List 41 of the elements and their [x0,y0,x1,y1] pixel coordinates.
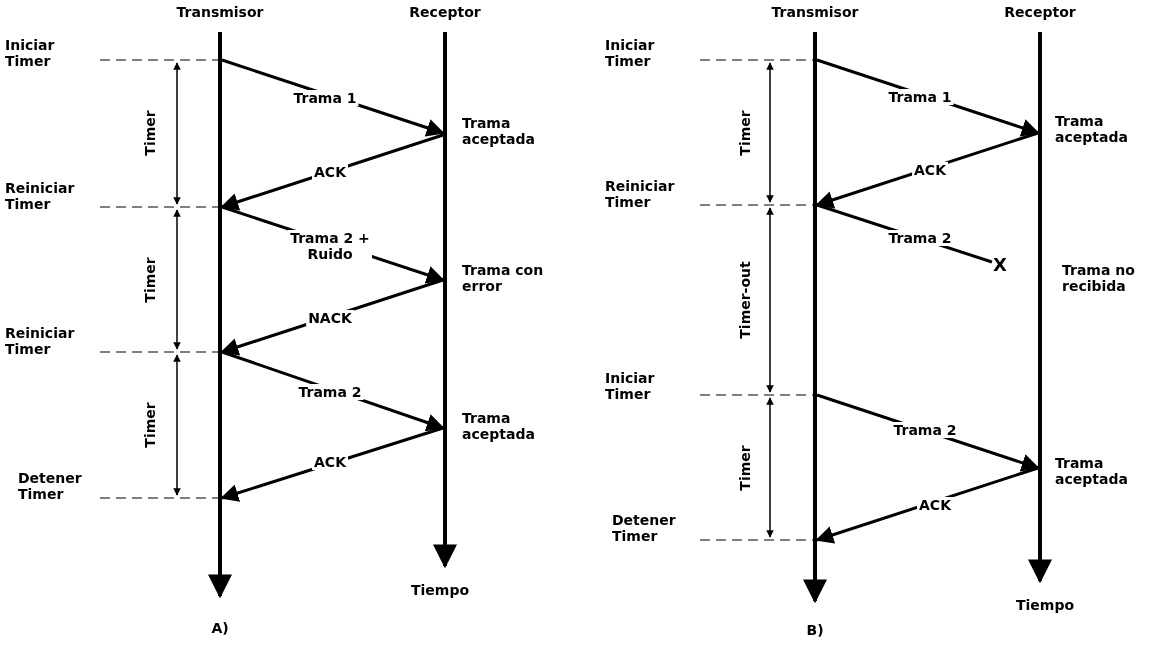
panel-label: B) [806,622,824,638]
edge-label: Trama 2 [886,230,954,246]
event-label: Trama aceptada [1055,455,1129,487]
lifeline-heading: Transmisor [176,4,264,20]
event-label: Trama aceptada [1055,113,1129,145]
edge-label: NACK [306,310,354,326]
edge-label: Trama 1 [886,89,954,105]
event-label: Iniciar Timer [605,37,656,69]
event-label: Detener Timer [612,512,677,544]
event-label: Trama aceptada [462,115,536,147]
edge-label: ACK [312,164,348,180]
lifeline-heading: Receptor [1004,4,1076,20]
edge-label: Trama 1 [291,90,359,106]
axis-label: Tiempo [410,582,470,598]
edge-label: ACK [917,497,953,513]
event-label: Trama no recibida [1062,262,1136,294]
interval-label: Timer [142,402,158,448]
event-label: Trama con error [462,262,544,294]
interval-label: Timer [142,110,158,156]
event-label: Reiniciar Timer [5,180,76,212]
event-label: Reiniciar Timer [605,178,676,210]
panel-label: A) [211,620,229,636]
event-label: Iniciar Timer [5,37,56,69]
edge-label: ACK [912,162,948,178]
interval-label: Timer [737,110,753,156]
interval-label: Timer [737,445,753,491]
edge-label: Trama 2 + Ruido [288,230,372,262]
interval-label: Timer-out [737,261,753,339]
event-label: Trama aceptada [462,410,536,442]
lifeline-heading: Transmisor [771,4,859,20]
event-label: Reiniciar Timer [5,325,76,357]
event-label: Iniciar Timer [605,370,656,402]
interval-label: Timer [142,257,158,303]
event-label: Detener Timer [18,470,83,502]
axis-label: Tiempo [1015,597,1075,613]
edge-label: Trama 2 [296,384,364,400]
lifeline-heading: Receptor [409,4,481,20]
lost-frame-mark: X [993,257,1007,273]
edge-label: Trama 2 [891,422,959,438]
message-arrow [815,466,1039,544]
edge-label: ACK [312,454,348,470]
